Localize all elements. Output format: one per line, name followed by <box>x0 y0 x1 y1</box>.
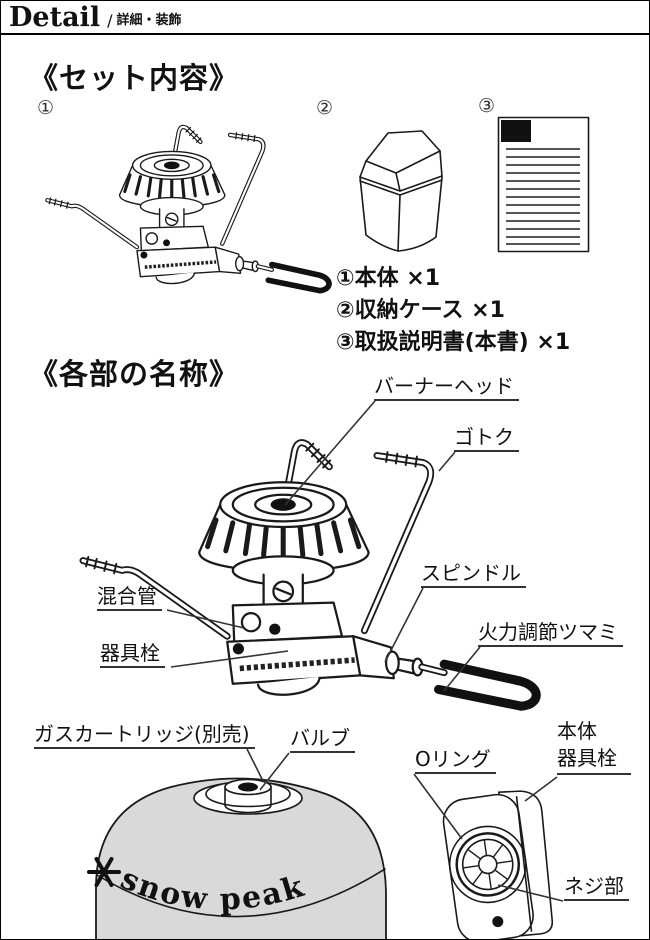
parts-heading: 《各部の名称》 <box>29 357 240 391</box>
marker-3: ③ <box>478 95 496 117</box>
header-slash: / <box>107 11 113 30</box>
label-flame-knob: 火力調節ツマミ <box>478 620 623 647</box>
label-valve: バルブ <box>290 726 355 753</box>
header-title: Detail <box>9 2 101 33</box>
label-gas-cartridge: ガスカートリッジ(別売) <box>34 722 255 749</box>
label-body-valve-line1: 本体 <box>557 719 597 743</box>
valve-hole <box>238 782 258 792</box>
set-item-2: ②収納ケース ×1 <box>336 298 505 323</box>
set-item-1: ①本体 ×1 <box>336 266 441 291</box>
label-mixing-tube: 混合管 <box>97 584 162 611</box>
label-valve-body: 器具栓 <box>100 641 165 668</box>
camp-stove-illustration <box>47 127 329 291</box>
label-spindle: スピンドル <box>421 561 526 588</box>
label-body-valve-line2: 器具栓 <box>557 745 631 775</box>
gas-cartridge-illustration: snow peak <box>87 777 387 939</box>
label-burner-head: バーナーヘッド <box>374 374 519 401</box>
header-subtitle: 詳細・装飾 <box>116 13 182 28</box>
label-gotoku: ゴトク <box>454 425 519 452</box>
marker-1: ① <box>37 97 55 119</box>
o-ring <box>455 832 521 897</box>
storage-case-illustration <box>359 130 443 252</box>
header-rule <box>1 33 649 35</box>
set-contents-heading: 《セット内容》 <box>29 61 240 95</box>
marker-2: ② <box>316 97 334 119</box>
body-valve-connector-illustration <box>442 790 554 939</box>
label-o-ring: Oリング <box>415 747 496 774</box>
label-body-valve: 本体 器具栓 <box>557 718 631 775</box>
leader-lines <box>166 400 564 902</box>
page-header: Detail / 詳細・装飾 <box>9 1 181 33</box>
set-item-3: ③取扱説明書(本書) ×1 <box>336 330 571 355</box>
instruction-manual-illustration <box>497 116 590 253</box>
label-screw: ネジ部 <box>564 874 629 901</box>
screw <box>492 916 504 928</box>
snowflake-icon <box>87 857 121 887</box>
